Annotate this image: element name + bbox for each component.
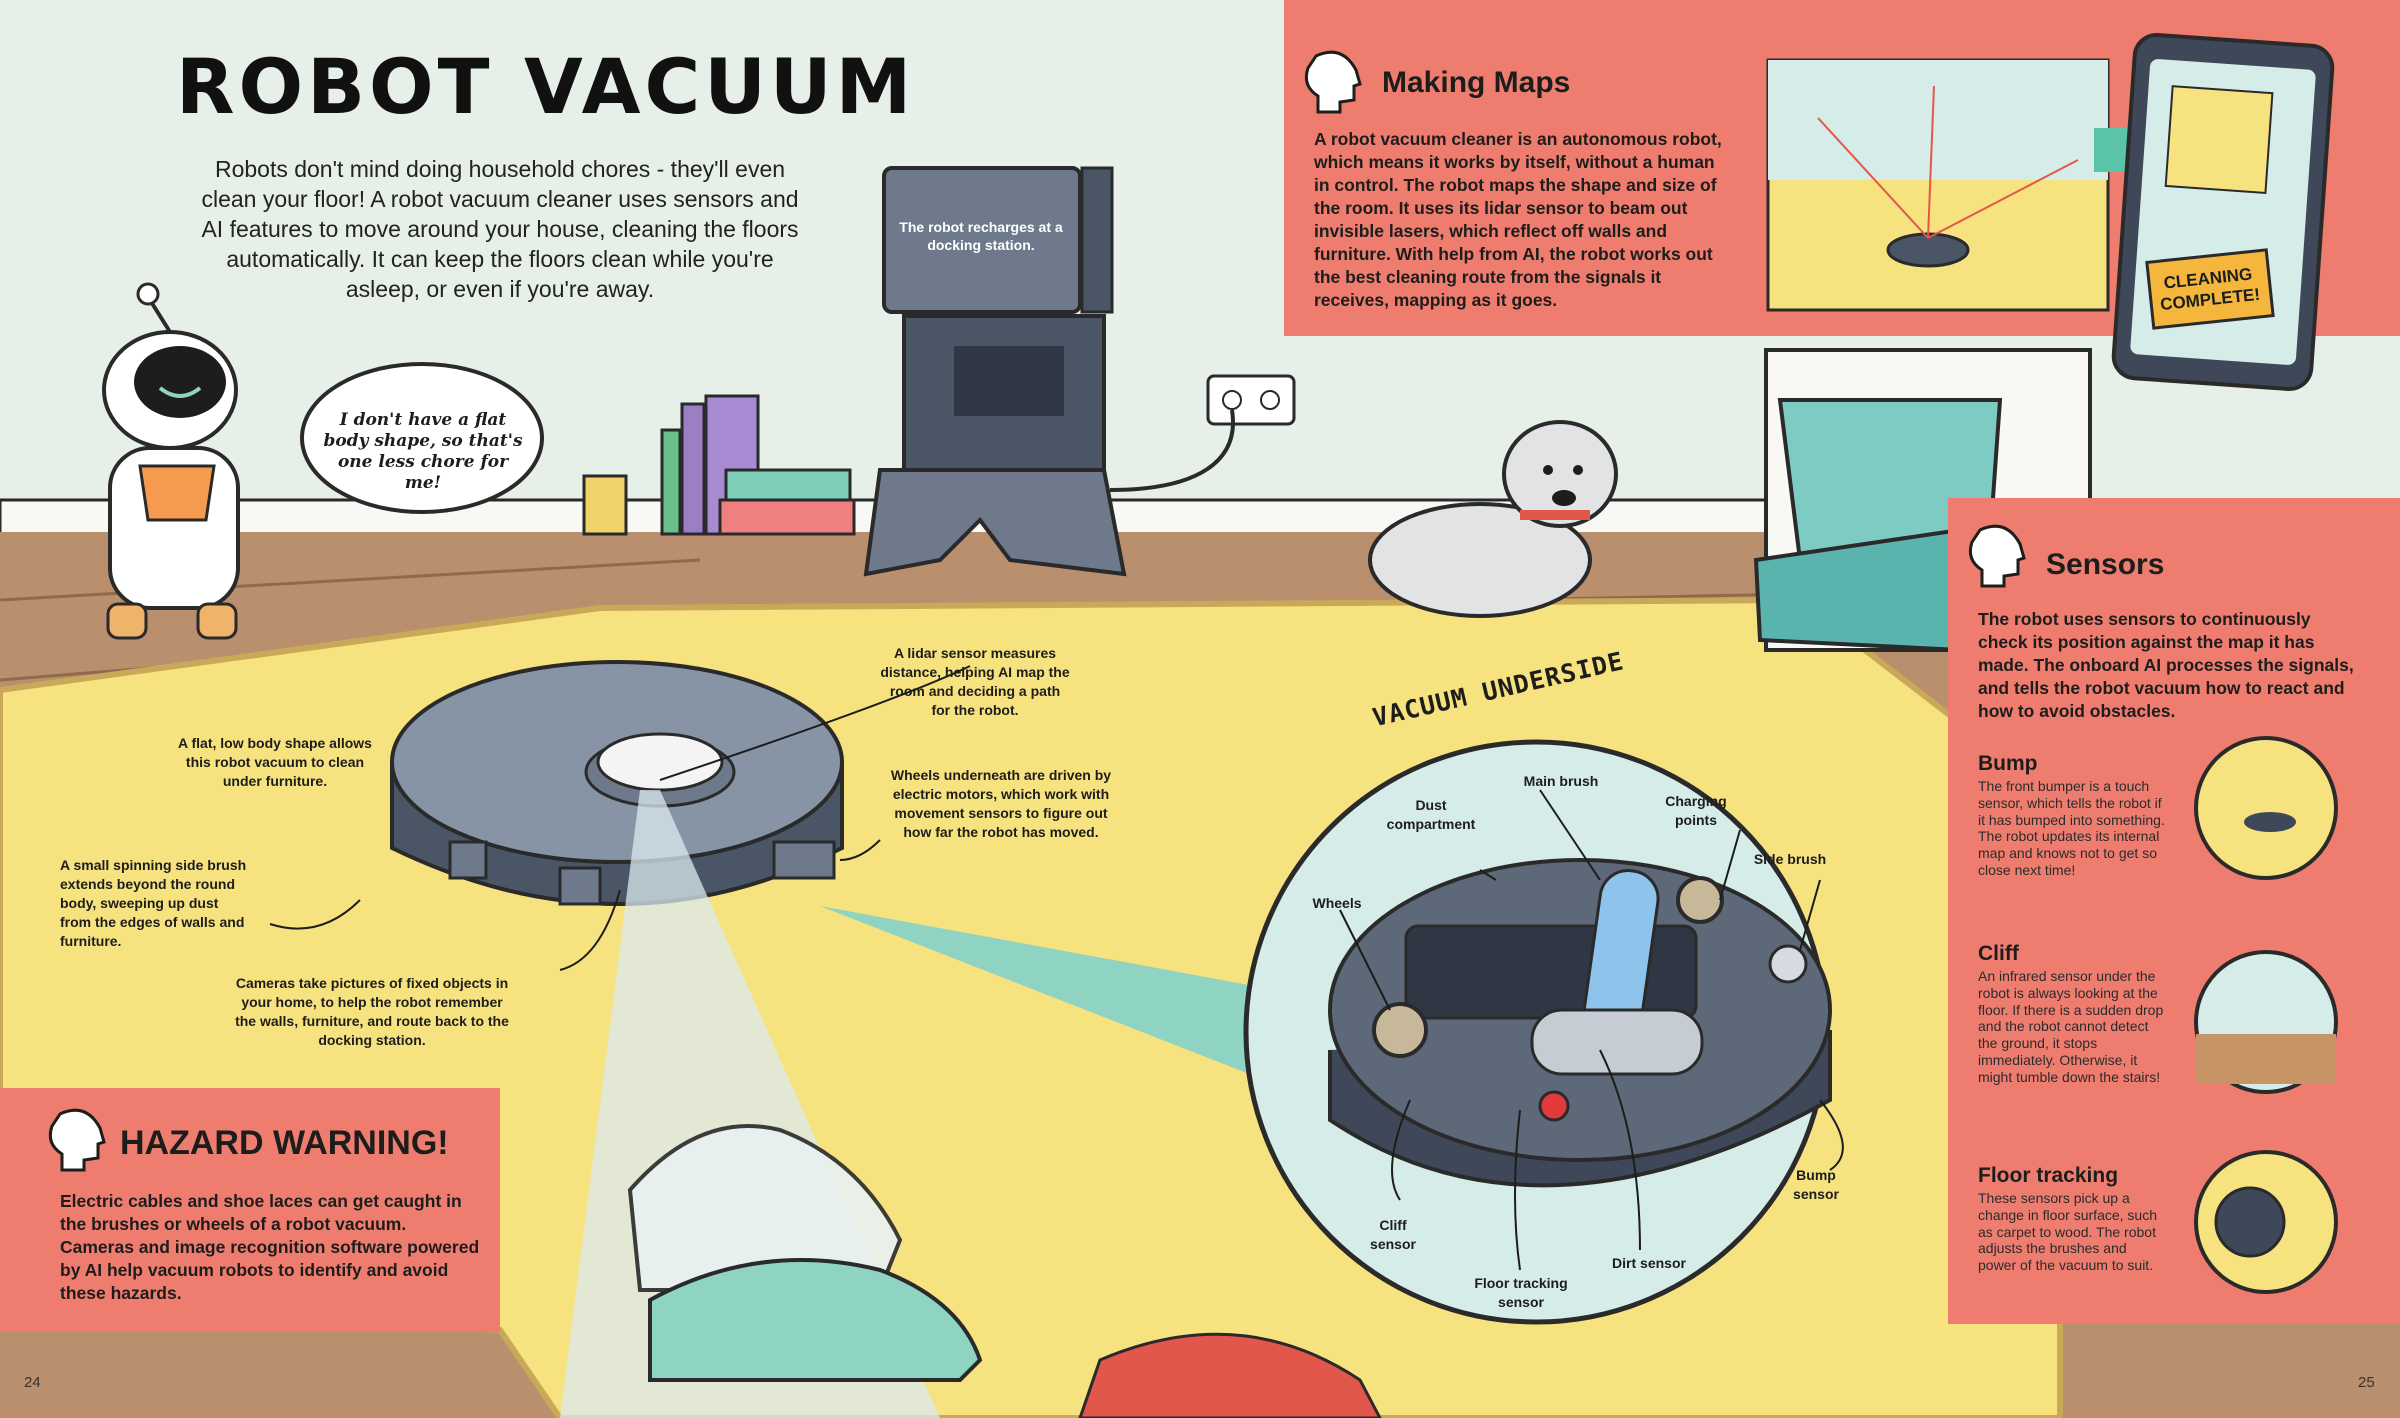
phone-map xyxy=(2164,85,2274,194)
making-maps-body: A robot vacuum cleaner is an autonomous … xyxy=(1314,129,1722,310)
docking-station xyxy=(863,166,1127,577)
dock-label: The robot recharges at a docking station… xyxy=(899,219,1063,253)
page-number-right: 25 xyxy=(2358,1374,2375,1391)
label-side-brush: Side brush xyxy=(1753,851,1827,867)
bump-sensor-image xyxy=(2194,736,2338,880)
maps-robot xyxy=(1886,232,1970,268)
robot-speech-text: I don't have a flat body shape, so that'… xyxy=(323,410,523,493)
ai-head-icon xyxy=(1304,50,1362,114)
ai-head-icon xyxy=(48,1108,106,1172)
label-dirt-sensor: Dirt sensor xyxy=(1612,1255,1686,1271)
dog xyxy=(1368,420,1618,618)
page-number-left: 24 xyxy=(24,1374,41,1391)
socket-hole xyxy=(1260,390,1280,410)
making-maps-heading: Making Maps xyxy=(1382,66,1571,99)
cliff-text: An infrared sensor under the robot is al… xyxy=(1978,968,2164,1085)
floor-tracking-text: These sensors pick up a change in floor … xyxy=(1978,1190,2157,1274)
shoes xyxy=(627,1124,983,1382)
page-title: ROBOT VACUUM xyxy=(176,42,916,131)
underside-diagram xyxy=(1243,739,1832,1325)
callout-lines xyxy=(269,665,1844,1271)
laundry xyxy=(1078,1332,1382,1418)
sensors-body: The robot uses sensors to continuously c… xyxy=(1978,609,2354,721)
robot-vacuum xyxy=(390,660,844,906)
sensors-heading: Sensors xyxy=(2046,548,2165,581)
teal-connector xyxy=(820,906,1280,1086)
socket-hole xyxy=(1222,390,1242,410)
cliff-heading: Cliff xyxy=(1978,942,2019,965)
flat-body-callout: A flat, low body shape allows this robot… xyxy=(178,735,372,789)
label-floor-tracking-sensor: Floor tracking sensor xyxy=(1474,1275,1568,1310)
cameras-callout: Cameras take pictures of fixed objects i… xyxy=(235,975,509,1048)
label-main-brush: Main brush xyxy=(1523,773,1599,789)
floor-tracking-heading: Floor tracking xyxy=(1978,1164,2119,1187)
side-brush-callout: A small spinning side brush extends beyo… xyxy=(60,857,247,949)
speech-bubble xyxy=(300,362,544,514)
robot-character xyxy=(102,282,240,640)
books-and-toys xyxy=(582,394,856,536)
cliff-step xyxy=(2196,1034,2336,1084)
label-wheels: Wheels xyxy=(1312,895,1362,911)
bump-text: The front bumper is a touch sensor, whic… xyxy=(1978,778,2165,878)
phone-banner xyxy=(2145,248,2275,330)
ai-head-icon xyxy=(1968,524,2026,588)
wheels-callout: Wheels underneath are driven by electric… xyxy=(890,767,1112,840)
bump-robot xyxy=(2244,812,2296,832)
hazard-heading: HAZARD WARNING! xyxy=(120,1124,449,1162)
label-bump-sensor: Bump sensor xyxy=(1793,1167,1839,1202)
label-dust-compartment: Dust compartment xyxy=(1386,797,1476,832)
power-cable xyxy=(1109,409,1235,492)
bump-heading: Bump xyxy=(1978,752,2038,775)
label-charging-points: Charging points xyxy=(1665,793,1727,828)
intro-text: Robots don't mind doing household chores… xyxy=(201,156,799,302)
hazard-body: Electric cables and shoe laces can get c… xyxy=(60,1191,480,1303)
label-cliff-sensor: Cliff sensor xyxy=(1370,1217,1416,1252)
floor-tracking-robot xyxy=(2214,1186,2286,1258)
laser-lines xyxy=(1817,85,2079,239)
lidar-callout: A lidar sensor measures distance, helpin… xyxy=(880,645,1070,718)
wall-socket xyxy=(1206,374,1296,426)
maps-wall xyxy=(1768,60,2108,180)
